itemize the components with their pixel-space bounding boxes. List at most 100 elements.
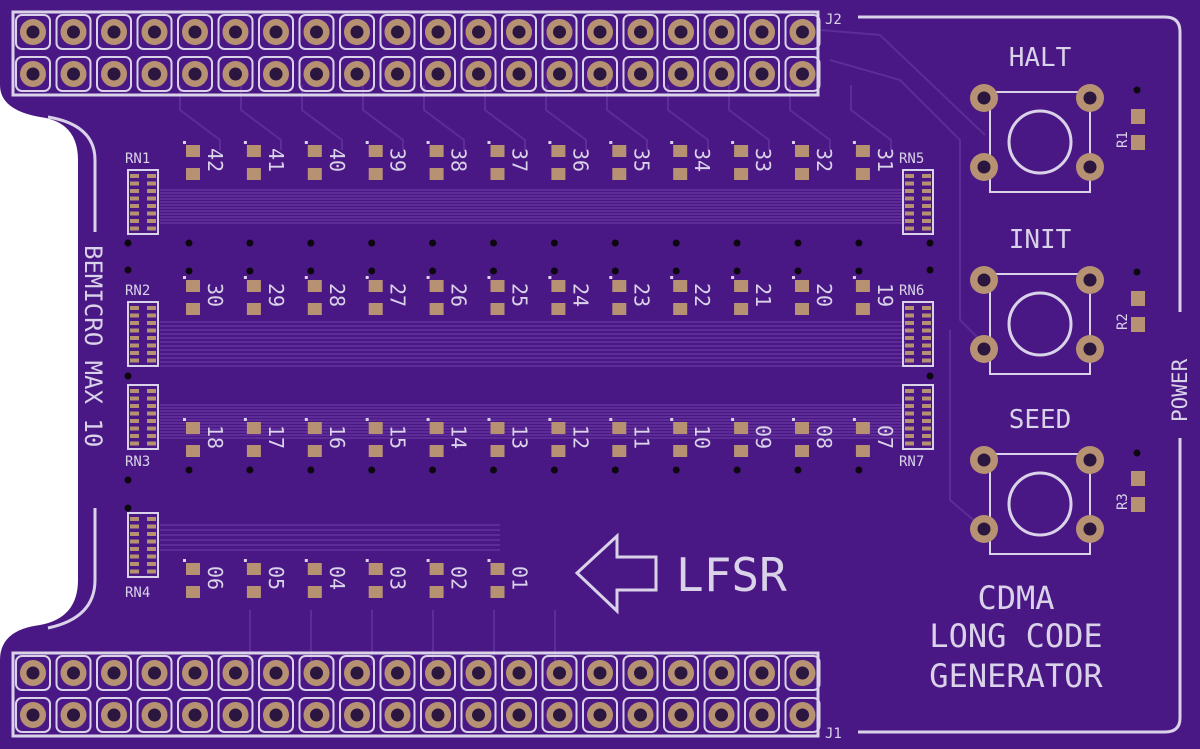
j1-pin-hole [107,666,121,680]
j2-pin-hole [553,25,566,39]
led-pad [307,145,322,157]
j2-pin-outline [784,14,821,50]
led-polarity-dot [426,559,430,562]
via [368,466,376,474]
led-pad [855,280,870,292]
via [246,267,254,275]
led-polarity-dot [609,418,613,421]
resistor-network-pad [922,189,931,193]
j2-pin-outline [582,14,618,50]
led-polarity-dot [609,276,613,279]
j2-pin-hole [512,67,526,81]
j1-pin-outline [703,655,740,691]
resistor-network-pad [905,351,914,355]
j2-pin-hole [553,67,566,81]
j1-pin-hole [674,708,688,722]
j1-pin-outline [582,655,618,691]
led-pad [307,445,322,457]
via [185,239,193,247]
resistor-network-pad [905,189,914,193]
led-number-label: 26 [447,283,471,307]
j2-pin-outline [379,14,416,50]
j1-pin-hole [796,666,809,680]
led-number-label: 40 [325,148,349,172]
j1-pin-hole [350,666,364,680]
j2-pin-hole [674,25,688,39]
resistor-network-outline [127,512,159,578]
j1-pin-hole [229,666,242,680]
silk-outline [47,115,97,232]
via [1133,86,1141,94]
trace [362,85,404,150]
j2-pin-outline [460,14,497,50]
j2-pin-outline [339,56,375,92]
led-pad [246,563,261,575]
resistor-network-pad [905,404,914,408]
led-polarity-dot [731,418,735,421]
j2-pin-hole [107,67,121,81]
resistor-network-pad [130,569,139,574]
led-pad [368,422,383,434]
j2-pin-outline [703,56,740,92]
led-pad [734,145,749,157]
j2-pin-hole [593,67,607,81]
resistor-network-pad [905,426,914,431]
via [246,466,254,474]
led-pad [673,422,688,434]
led-pad [368,168,383,180]
led-polarity-dot [670,141,674,144]
button-pin-hole [977,342,991,356]
button-pin-hole [977,522,991,536]
j1-pin-outline [177,697,213,733]
resistor-network-pad [147,336,156,340]
trace [240,85,282,150]
resistor-network-pad [905,434,914,438]
j1-pin-outline [258,655,294,691]
resistor-network-pad [147,554,156,559]
led-polarity-dot [365,559,369,562]
resistor-network-pad [130,336,139,340]
resistor-network-pad [922,328,931,333]
button-pin-hole [1083,453,1097,467]
j2-pin-outline [622,14,659,50]
led-polarity-dot [426,141,430,144]
led-pad [855,145,870,157]
led-number-label: 05 [264,566,288,590]
resistor-network-pad [130,181,139,186]
j2-pin-outline [420,56,456,92]
resistor-network-pad [130,396,139,401]
resistor-label: R3 [1115,493,1131,510]
resistor-network-pad [905,389,914,393]
j2-pin-outline [177,14,213,50]
resistor-network-label: RN6 [899,283,924,299]
button-pin-hole [977,453,991,467]
led-pad [186,303,200,315]
trace [301,85,343,150]
button-pin-hole [1083,91,1097,105]
resistor-network-pad [905,219,914,223]
led-pad [855,303,870,315]
led-polarity-dot [670,276,674,279]
j2-pin-hole [188,25,202,39]
j2-pin-hole [229,67,242,81]
connector-label-j2: J2 [825,12,842,28]
resistor-network-pad [130,562,139,566]
resistor-network-pad [147,426,156,431]
resistor-network-pad [147,396,156,401]
led-pad [855,168,870,180]
led-number-label: 13 [508,425,532,449]
resistor-network-pad [922,219,931,223]
resistor-network-pad [130,174,139,178]
resistor-network-label: RN1 [125,151,150,167]
resistor-network-pad [147,306,156,310]
j2-pin-outline [298,56,335,92]
led-pad [795,280,809,292]
silk-outline [47,508,97,630]
resistor-network-pad [130,532,139,536]
led-polarity-dot [731,141,735,144]
led-pad [186,445,200,457]
j1-pin-hole [715,708,728,722]
resistor-network-pad [130,328,139,333]
led-pad [368,586,383,598]
j2-pin-hole [188,67,202,81]
